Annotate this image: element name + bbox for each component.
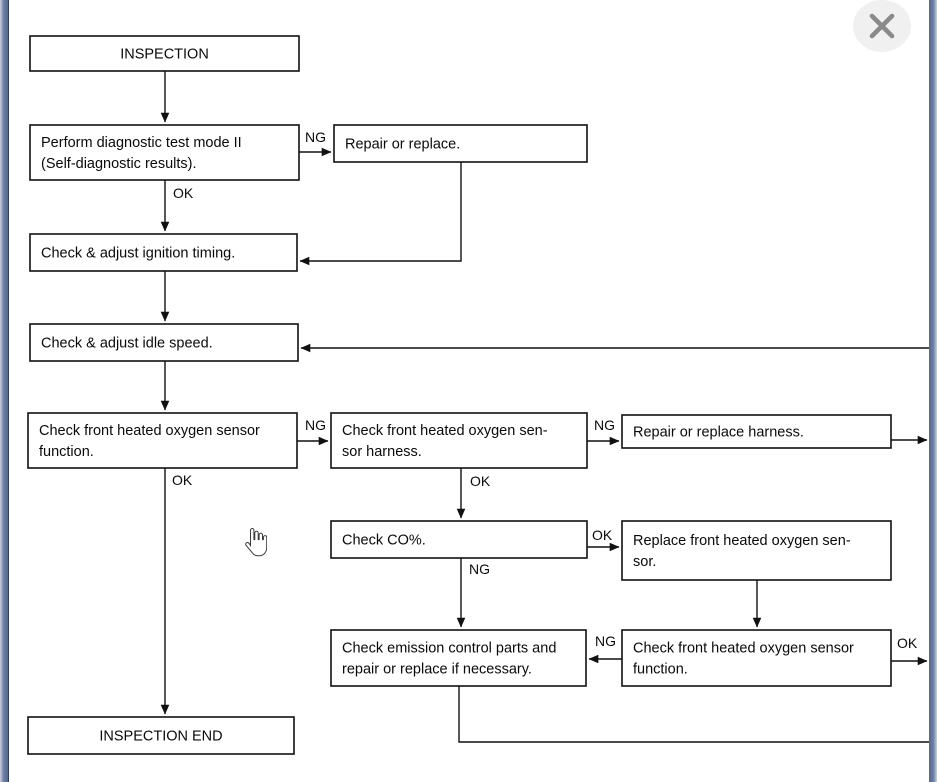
flowchart-edge-labels: NG OK NG OK NG OK OK NG NG OK (172, 129, 918, 651)
node-box (333, 124, 588, 163)
node-label: Repair or replace. (345, 137, 460, 153)
node-box (29, 35, 300, 72)
node-label: Check front heated oxygen sen- (342, 423, 548, 439)
flowchart-node-ignition-timing[interactable]: Check & adjust ignition timing. (29, 233, 298, 272)
node-box (27, 412, 298, 469)
node-box (330, 629, 587, 687)
node-label: Repair or replace harness. (633, 425, 804, 441)
flowchart-node-diag-mode-2[interactable]: Perform diagnostic test mode II (Self-dia… (29, 124, 300, 181)
flowchart-page: Repair or replace --> Check & adjust ign… (9, 0, 929, 782)
node-label: Perform diagnostic test mode II (41, 135, 242, 151)
flowchart-node-front-o2-function[interactable]: Check front heated oxygen sensor function… (27, 412, 298, 469)
flowchart-nodes: INSPECTION Perform diagnostic test mode I… (27, 35, 892, 755)
node-label: function. (633, 662, 688, 678)
edge-label-ok-5: OK (897, 635, 918, 651)
viewer-frame-left-edge (0, 0, 8, 782)
close-icon (869, 13, 895, 39)
node-label: sor harness. (342, 444, 422, 460)
edge-label-ng-3: NG (594, 417, 615, 433)
node-box (29, 323, 299, 362)
node-label: INSPECTION END (99, 729, 222, 745)
viewer-frame-left-line (8, 0, 9, 782)
flowchart-node-repair-or-replace[interactable]: Repair or replace. (333, 124, 588, 163)
edge-label-ok-3: OK (470, 473, 491, 489)
node-box (330, 412, 588, 469)
edge-label-ng-2: NG (305, 417, 326, 433)
node-box (29, 233, 298, 272)
node-box (621, 629, 892, 687)
node-box (27, 716, 295, 755)
node-label: Check & adjust ignition timing. (41, 246, 235, 262)
flowchart-node-o2-harness[interactable]: Check front heated oxygen sen-sor harnes… (330, 412, 588, 469)
edge-label-ng-4: NG (469, 561, 490, 577)
flowchart-connectors: Repair or replace --> Check & adjust ign… (160, 71, 929, 743)
edge-label-ok-1: OK (173, 185, 194, 201)
close-button[interactable] (853, 0, 911, 52)
node-label: Check & adjust idle speed. (41, 336, 213, 352)
node-box (621, 520, 892, 581)
flowchart-node-repair-harness[interactable]: Repair or replace harness. (621, 414, 892, 449)
node-label: Check front heated oxygen sensor (633, 641, 854, 657)
edge-emission-to-trunk (458, 686, 929, 743)
flowchart-node-idle-speed[interactable]: Check & adjust idle speed. (29, 323, 299, 362)
edge-label-ok-2: OK (172, 472, 193, 488)
edge-label-ok-4: OK (592, 527, 613, 543)
node-label: function. (39, 444, 94, 460)
node-label: (Self-diagnostic results). (41, 156, 197, 172)
node-box (621, 414, 892, 449)
edge-repair-back-to-timing (299, 162, 462, 266)
flowchart-node-check-co[interactable]: Check CO%. (330, 520, 588, 559)
flowchart-node-replace-o2[interactable]: Replace front heated oxygen sen-sor. (621, 520, 892, 581)
node-label: Replace front heated oxygen sen- (633, 533, 851, 549)
inspection-flowchart: Repair or replace --> Check & adjust ign… (27, 35, 929, 755)
edge-label-ng-1: NG (305, 129, 326, 145)
node-label: INSPECTION (120, 47, 209, 63)
node-label: repair or replace if necessary. (342, 662, 532, 678)
node-label: Check CO%. (342, 533, 426, 549)
node-box (29, 124, 300, 181)
node-label: sor. (633, 554, 656, 570)
flowchart-node-front-o2-function-2[interactable]: Check front heated oxygen sensor function… (621, 629, 892, 687)
node-label: Check emission control parts and (342, 641, 556, 657)
node-label: Check front heated oxygen sensor (39, 423, 260, 439)
flowchart-node-inspection-end[interactable]: INSPECTION END (27, 716, 295, 755)
edge-label-ng-5: NG (595, 633, 616, 649)
viewer-frame-right-edge (929, 0, 937, 782)
flowchart-node-inspection[interactable]: INSPECTION (29, 35, 300, 72)
node-box (330, 520, 588, 559)
flowchart-node-emission-parts[interactable]: Check emission control parts and repair o… (330, 629, 587, 687)
